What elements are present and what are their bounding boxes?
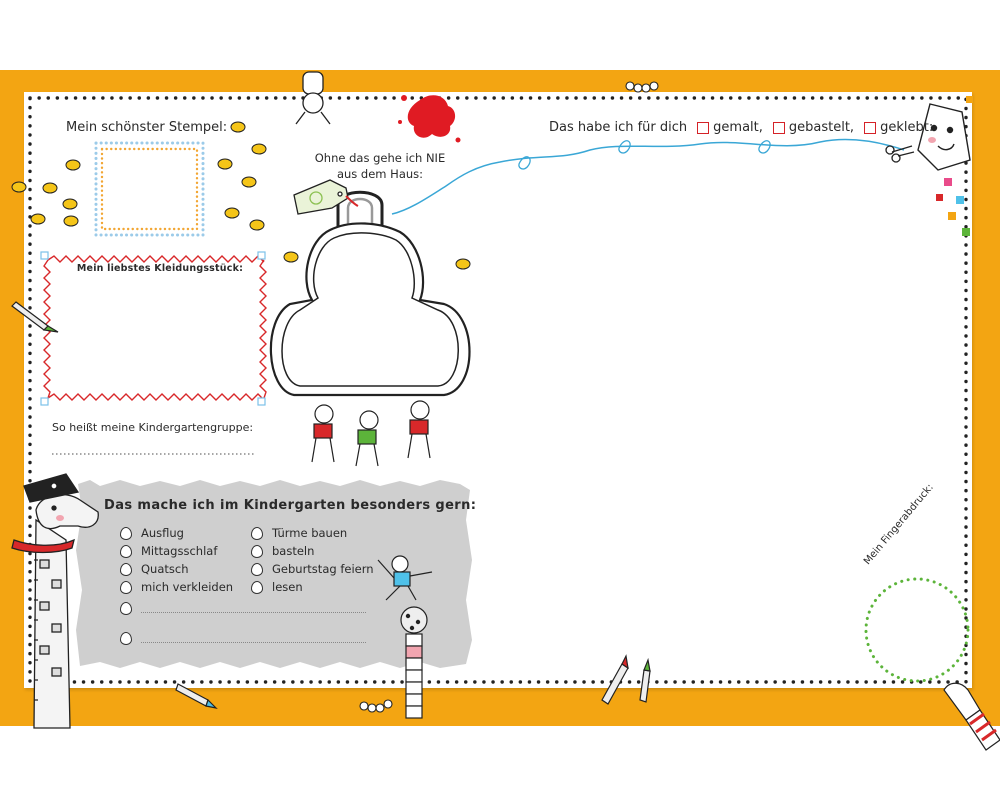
option-blank-line[interactable] (141, 642, 366, 643)
stamp-frame-outer (94, 141, 205, 237)
option-label: mich verkleiden (141, 580, 234, 594)
option-mittagsschlaf[interactable]: Mittagsschlaf (120, 544, 217, 558)
pencil-icon (11, 301, 59, 333)
pencil-icon (639, 657, 651, 703)
stamp-title: Mein schönster Stempel: (66, 120, 228, 135)
option-bubble[interactable] (120, 562, 132, 576)
gift-title: Das habe ich für dich (549, 120, 688, 135)
scissors-icon (885, 145, 915, 163)
option-label: Geburtstag feiern (272, 562, 374, 576)
caterpillar-icon (625, 81, 659, 93)
option-blank-line[interactable] (141, 612, 366, 613)
zigzag-top (47, 255, 265, 263)
option-bubble[interactable] (251, 544, 263, 558)
option-label: Quatsch (141, 562, 189, 576)
gift-checkbox-geklebt[interactable] (864, 121, 877, 134)
luggage-tag (293, 179, 359, 215)
option-bubble[interactable] (120, 580, 132, 594)
option-bubble[interactable] (120, 526, 132, 540)
gift-option-label: gebastelt, (788, 120, 855, 135)
corner-square (40, 397, 49, 406)
backpack (269, 190, 471, 397)
option-geburtstag[interactable]: Geburtstag feiern (251, 562, 374, 576)
kite-character (917, 96, 973, 236)
option-bubble[interactable] (251, 526, 263, 540)
stamp-frame-inner (100, 147, 199, 231)
gift-option-label: geklebt: (880, 120, 934, 135)
corner-square (257, 397, 266, 406)
option-bubble[interactable] (120, 632, 132, 645)
pencil-icon (175, 683, 218, 709)
string-loops (518, 140, 771, 170)
kindergarten-panel (76, 480, 472, 668)
option-verkleiden[interactable]: mich verkleiden (120, 580, 233, 594)
option-basteln[interactable]: basteln (251, 544, 314, 558)
gift-line: Das habe ich für dich gemalt, gebastelt,… (549, 120, 935, 135)
mice-group (311, 400, 431, 467)
pointing-hand-icon (943, 682, 1000, 751)
gift-checkbox-gebastelt[interactable] (772, 121, 785, 134)
option-lesen[interactable]: lesen (251, 580, 303, 594)
option-label: Mittagsschlaf (141, 544, 218, 558)
option-tuerme-bauen[interactable]: Türme bauen (251, 526, 347, 540)
option-label: Türme bauen (272, 526, 348, 540)
option-label: basteln (272, 544, 315, 558)
option-quatsch[interactable]: Quatsch (120, 562, 189, 576)
backpack-title: Ohne das gehe ich NIE aus dem Haus: (314, 151, 446, 181)
option-label: Ausflug (141, 526, 184, 540)
group-label: So heißt meine Kindergartengruppe: (52, 421, 254, 434)
paint-splash (398, 95, 461, 143)
option-label: lesen (272, 580, 303, 594)
balancing-frog (377, 555, 433, 719)
option-bubble[interactable] (120, 544, 132, 558)
bee-icon (11, 121, 471, 270)
clothing-title: Mein liebstes Kleidungsstück: (76, 263, 244, 274)
option-blank-2[interactable] (120, 632, 366, 645)
kite-string (391, 138, 905, 215)
kindergarten-title: Das mache ich im Kindergarten besonders … (104, 498, 477, 513)
corner-square (40, 251, 49, 260)
pencil-icon (601, 654, 629, 705)
gift-checkbox-gemalt[interactable] (697, 121, 710, 134)
caterpillar-icon (359, 699, 393, 713)
zigzag-right (259, 259, 267, 399)
option-bubble[interactable] (251, 580, 263, 594)
zigzag-bottom (47, 393, 265, 401)
fingerprint-circle (864, 577, 970, 683)
hanging-kid-figure (295, 71, 331, 125)
gift-option-label: gemalt, (713, 120, 763, 135)
option-bubble[interactable] (120, 602, 132, 615)
giraffe-character (11, 473, 99, 729)
option-blank-1[interactable] (120, 602, 366, 615)
option-ausflug[interactable]: Ausflug (120, 526, 184, 540)
dotted-border (28, 96, 968, 684)
corner-square (257, 251, 266, 260)
option-bubble[interactable] (251, 562, 263, 576)
